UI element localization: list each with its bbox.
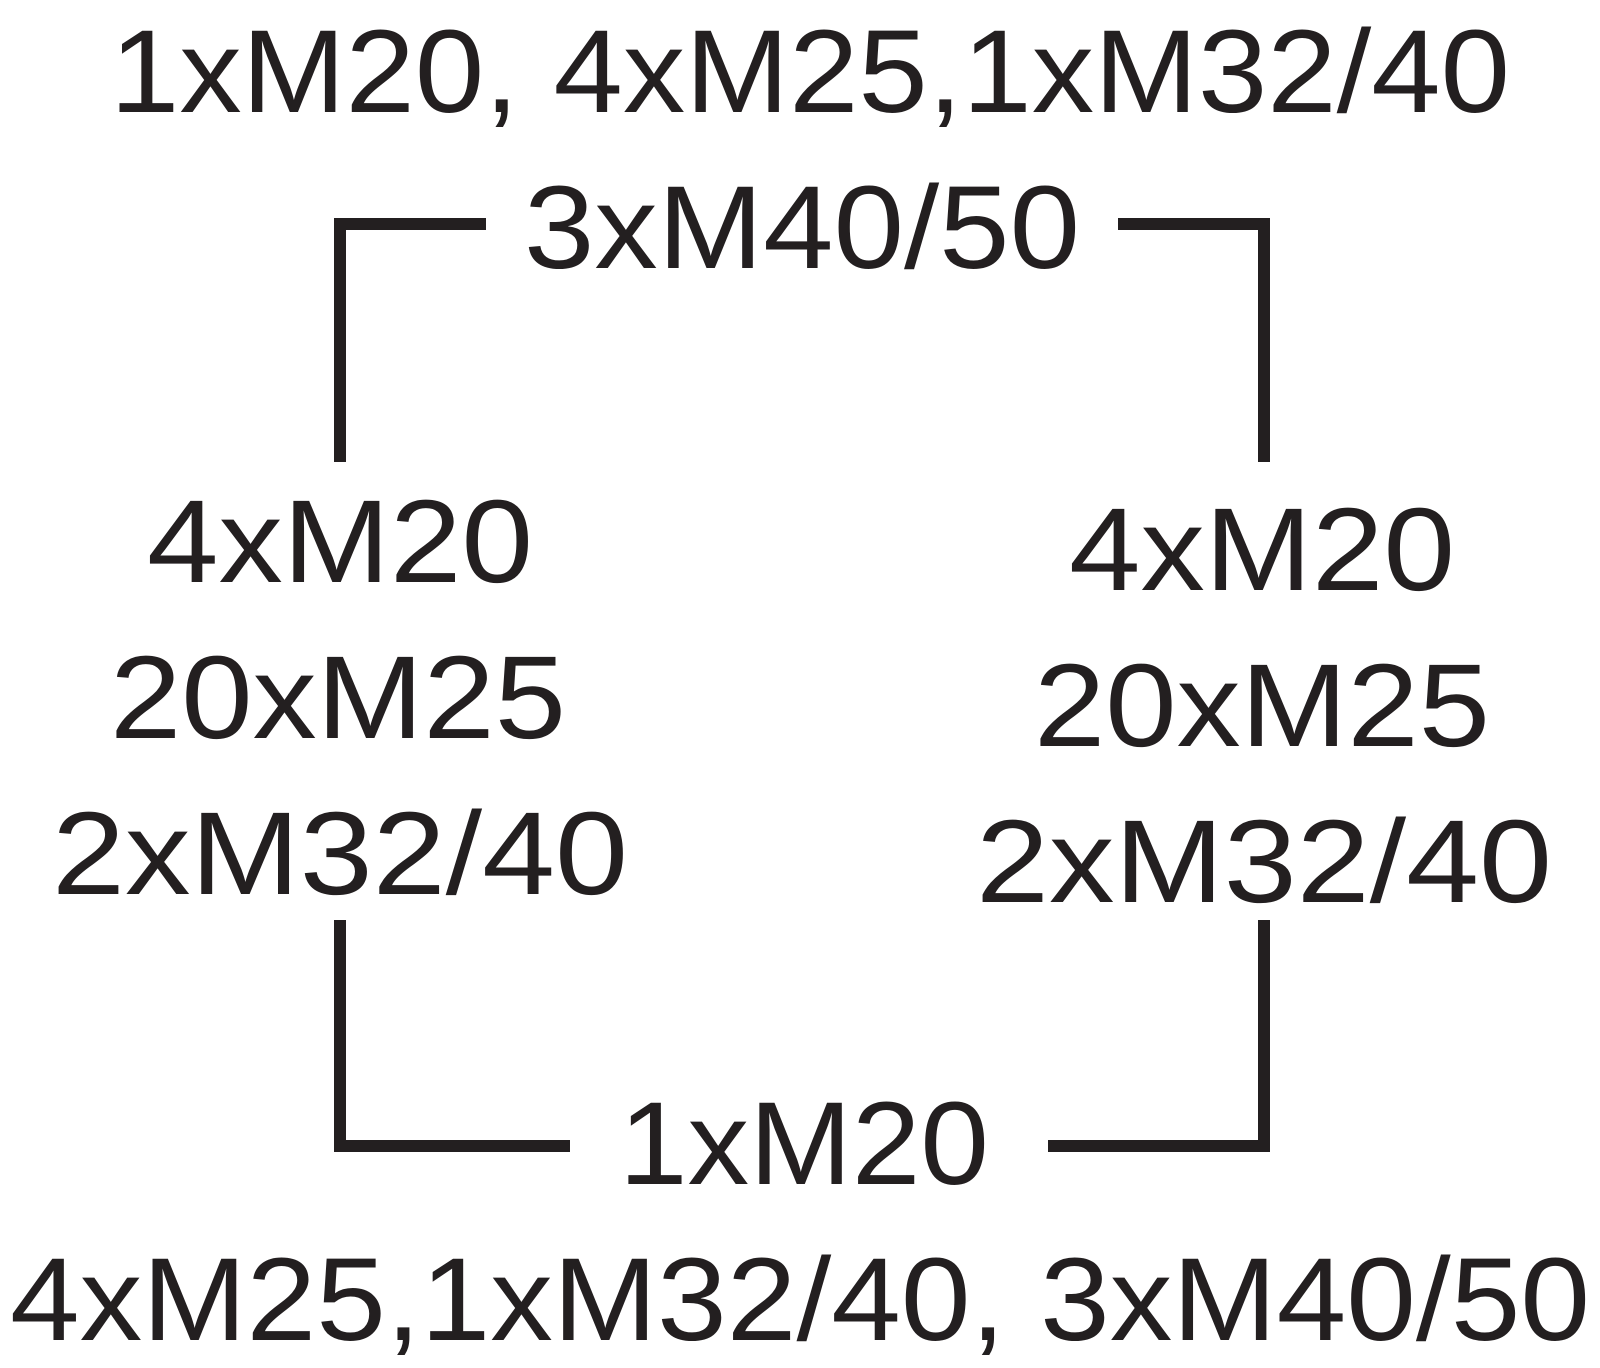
bottom-entries-line-1: 1xM20 (619, 1078, 989, 1210)
outline-bottom-left-corner (334, 920, 570, 1152)
left-side-entries: 4xM20 20xM25 2xM32/40 (52, 476, 628, 920)
top-side-entries: 1xM20, 4xM25,1xM32/40 3xM40/50 (110, 6, 1510, 294)
right-side-entries: 4xM20 20xM25 2xM32/40 (976, 484, 1552, 928)
top-entries-line-1: 1xM20, 4xM25,1xM32/40 (110, 6, 1510, 138)
outline-top-left-corner (334, 218, 486, 462)
bottom-entries-line-2: 4xM25,1xM32/40, 3xM40/50 (10, 1234, 1590, 1366)
left-entries-line-2: 20xM25 (110, 632, 566, 764)
outline-top-right-corner (1118, 218, 1270, 462)
right-entries-line-3: 2xM32/40 (976, 796, 1552, 928)
outline-bottom-right-corner (1048, 920, 1270, 1152)
top-entries-line-2: 3xM40/50 (524, 162, 1080, 294)
left-entries-line-3: 2xM32/40 (52, 788, 628, 920)
right-entries-line-1: 4xM20 (1069, 484, 1455, 616)
bottom-side-entries: 1xM20 4xM25,1xM32/40, 3xM40/50 (10, 1078, 1590, 1366)
right-entries-line-2: 20xM25 (1034, 640, 1490, 772)
left-entries-line-1: 4xM20 (147, 476, 533, 608)
enclosure-outline (334, 218, 1270, 1152)
